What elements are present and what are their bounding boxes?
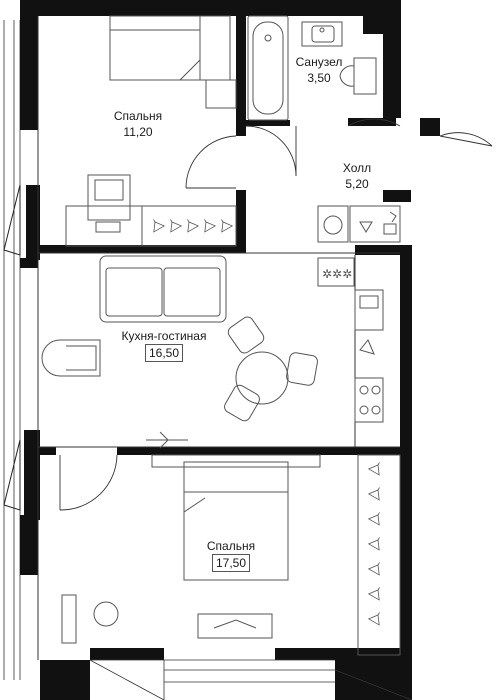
svg-text:✲✲✲: ✲✲✲ [322,267,352,281]
toilet-icon [339,57,377,95]
desk-icon [65,174,237,247]
room-area: 5,20 [345,177,369,191]
window-strip-left [3,20,21,680]
room-area: 16,50 [144,344,184,362]
room-label-bedroom-2: Спальня 17,50 [196,538,266,572]
tv-stand [197,613,273,639]
room-label-bedroom-1: Спальня 11,20 [102,108,174,140]
window-strip-bottom [89,659,413,700]
washing-machine-icon [317,205,349,243]
door-swing-icon [59,118,493,511]
room-area: 11,20 [123,125,153,139]
room-area: 3,50 [307,71,331,85]
window-sash-left [3,184,21,511]
sink-icon [301,21,343,47]
room-name: Санузел [295,55,343,69]
room-name: Спальня [206,539,256,553]
sofa-icon [99,255,227,323]
room-label-kitchen-living: Кухня-гостиная 16,50 [112,328,216,362]
kitchen-counter: ✲✲✲ [317,257,384,331]
desk-icon-2 [61,594,119,644]
room-label-hall: Холл 5,20 [334,160,380,192]
wall-mark [146,431,188,449]
wardrobe-icon-2 [357,454,401,656]
room-area: 17,50 [211,554,251,572]
walls [20,0,440,700]
bed-icon [109,15,237,109]
bathtub-icon [247,15,289,121]
room-name: Холл [342,161,372,175]
dining-table-icon [224,316,318,422]
bed-icon-2 [151,454,321,581]
armchair-icon [41,339,101,377]
room-name: Спальня [113,109,163,123]
wardrobe-icon [141,205,237,247]
hall-cabinet [349,205,401,243]
room-label-bathroom: Санузел 3,50 [290,54,348,86]
stove-icon [354,339,384,423]
room-name: Кухня-гостиная [121,329,207,343]
